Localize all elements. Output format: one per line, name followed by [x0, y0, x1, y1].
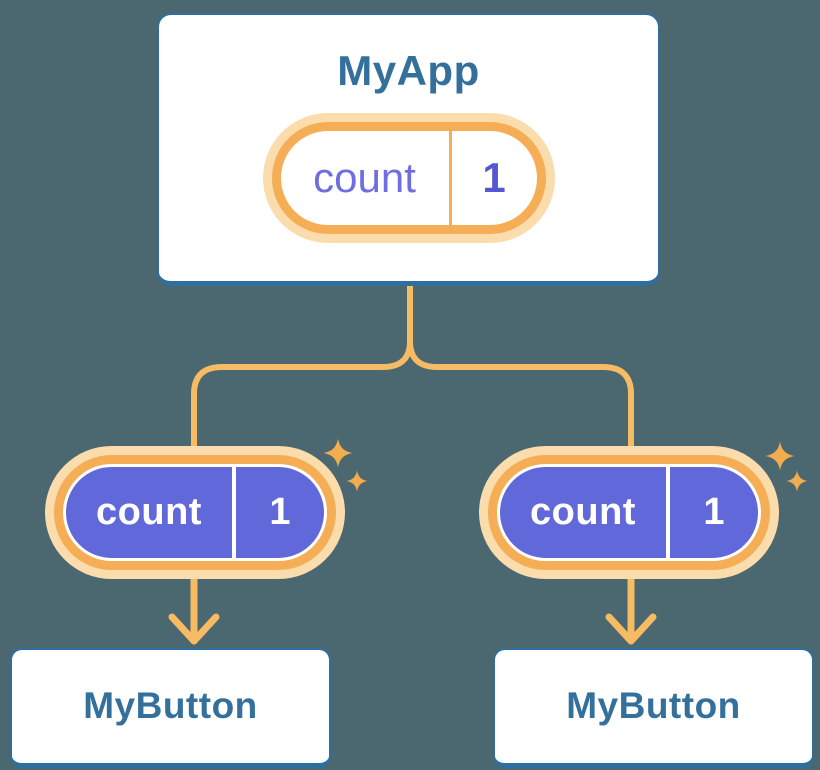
component-title: MyApp [337, 47, 480, 94]
state-pill-child-left: count 1 [45, 446, 345, 579]
state-value-label: 1 [269, 491, 291, 533]
connector-branch-right [407, 338, 634, 453]
pill-divider [448, 131, 452, 225]
state-name-label: count [530, 491, 636, 533]
state-pill-root: count 1 [262, 113, 555, 243]
state-name-label: count [96, 491, 202, 533]
pill-divider [666, 467, 670, 558]
arrow-down-icon [168, 573, 220, 645]
component-title: MyButton [566, 684, 741, 726]
sparkle-icon [765, 441, 808, 492]
sparkle-icon [323, 438, 368, 492]
state-pill-ring: count 1 [271, 122, 546, 234]
component-card-mybutton-right: MyButton [493, 648, 814, 768]
component-title: MyButton [83, 684, 258, 726]
component-card-mybutton-left: MyButton [10, 648, 331, 768]
state-pill-ring: count 1 [488, 455, 770, 570]
component-card-myapp: MyApp count 1 [157, 13, 660, 286]
connector-branch-left [191, 338, 413, 453]
pill-divider [232, 467, 236, 558]
state-value-label: 1 [703, 491, 725, 533]
state-name-label: count [313, 154, 416, 201]
state-value-label: 1 [482, 154, 506, 201]
state-pill-child-right: count 1 [479, 446, 779, 579]
arrow-down-icon [605, 573, 657, 645]
state-pill-ring: count 1 [54, 455, 336, 570]
